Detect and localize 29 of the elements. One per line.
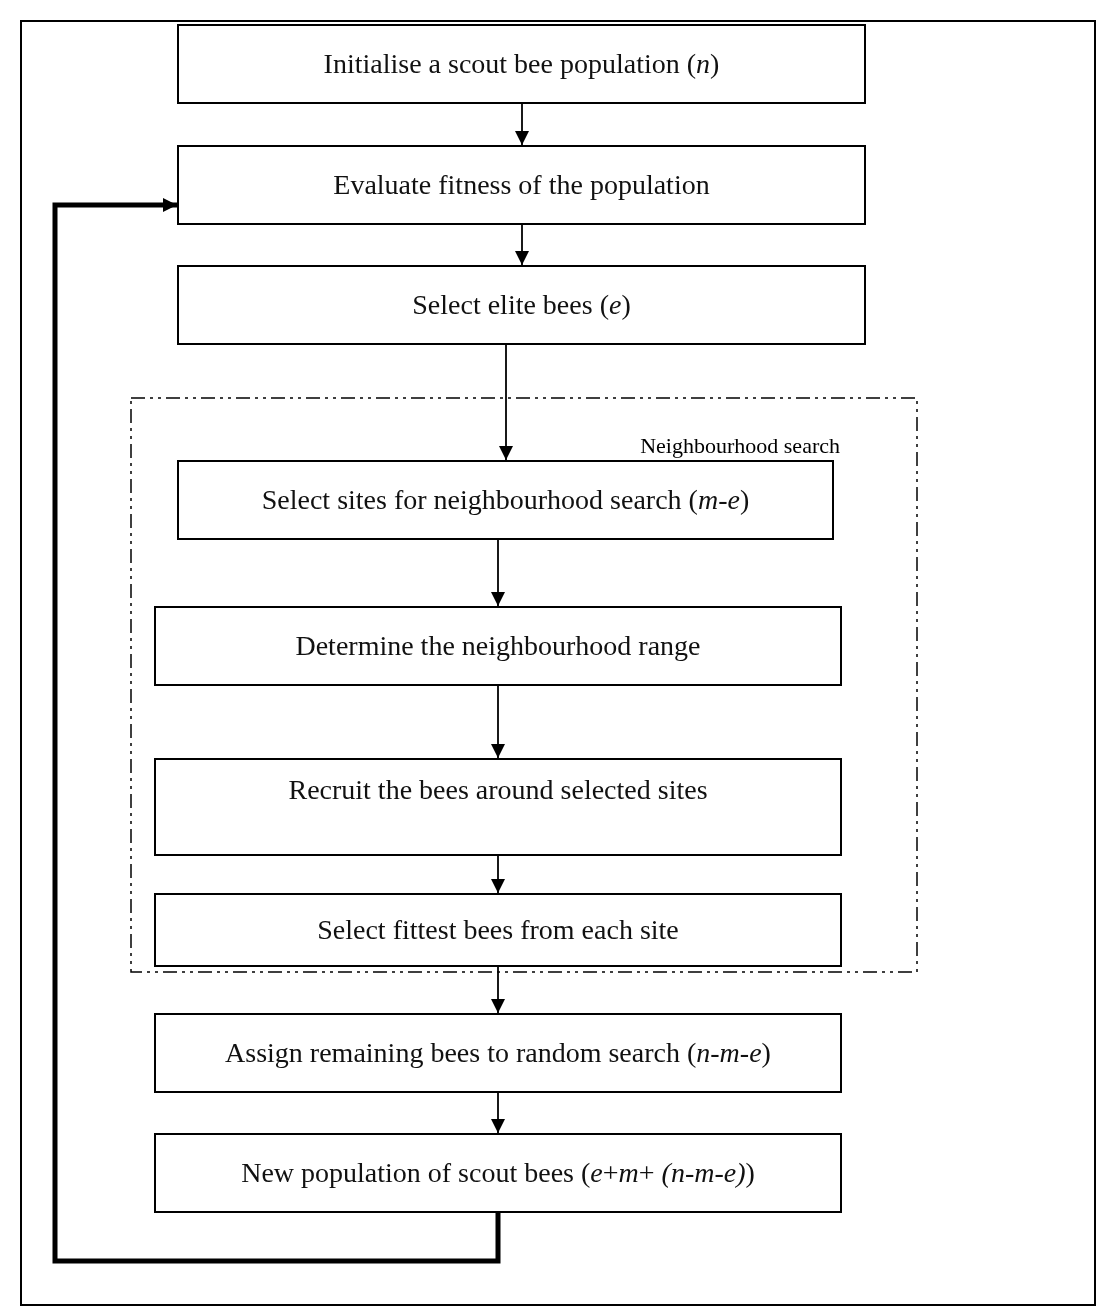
arrow xyxy=(515,224,529,266)
step-text: Select elite bees (e) xyxy=(412,289,631,321)
arrow xyxy=(491,1092,505,1134)
process-box xyxy=(154,1133,842,1213)
step-text: Determine the neighbourhood range xyxy=(295,630,701,662)
step-text: Recruit the bees around selected sites xyxy=(288,774,708,806)
step-text: New population of scout bees (e+m+ (n-m-e)) xyxy=(241,1157,755,1189)
arrow xyxy=(491,539,505,607)
process-box xyxy=(154,1013,842,1093)
group-label: Neighbourhood search xyxy=(640,433,840,459)
process-box xyxy=(177,265,866,345)
step-text: Assign remaining bees to random search (n-m-e) xyxy=(225,1037,771,1069)
process-box xyxy=(154,606,842,686)
arrow xyxy=(515,103,529,146)
arrow xyxy=(499,344,513,461)
arrow xyxy=(52,198,501,1264)
group-frame xyxy=(130,397,918,973)
process-box xyxy=(154,758,842,856)
step-text: Initialise a scout bee population (n) xyxy=(323,48,720,80)
process-box xyxy=(177,460,834,540)
arrow xyxy=(491,966,505,1014)
arrow xyxy=(491,855,505,894)
step-text: Evaluate fitness of the population xyxy=(333,169,710,201)
arrow xyxy=(491,685,505,759)
step-text: Select fittest bees from each site xyxy=(317,914,679,946)
process-box xyxy=(177,145,866,225)
step-text: Select sites for neighbourhood search (m-e) xyxy=(261,484,750,516)
process-box xyxy=(177,24,866,104)
process-box xyxy=(154,893,842,967)
